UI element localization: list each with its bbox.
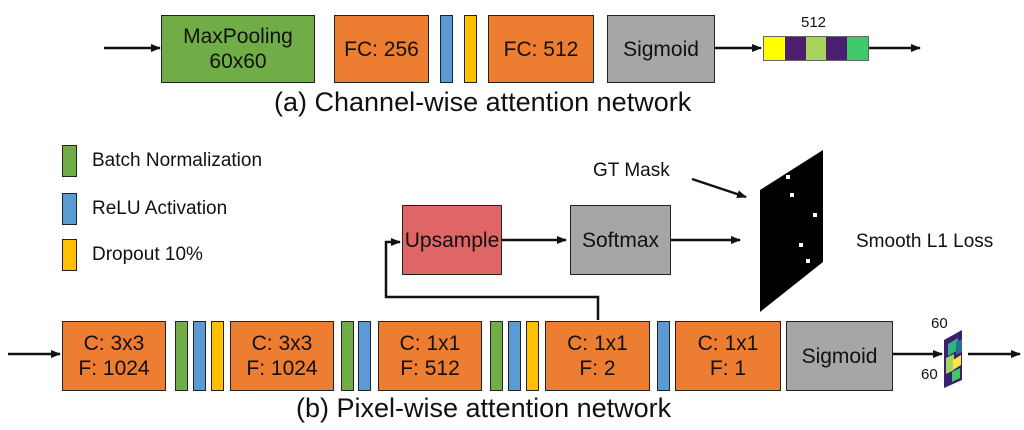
conv4-filters: F: 2 [579,357,616,380]
upsample-block: Upsample [402,205,502,275]
fc-512-block: FC: 512 [488,15,594,83]
relu-strip [193,321,206,391]
relu-strip [358,321,371,391]
fc-256-block: FC: 256 [334,15,429,83]
channel-attention-vector [763,36,869,61]
conv5-filters: F: 1 [709,357,747,380]
legend-relu-label: ReLU Activation [92,198,228,219]
conv3-filters: F: 512 [400,357,460,380]
softmax-label: Softmax [581,228,660,252]
gt-mask-arrow [691,177,747,199]
conv2-block: C: 3x3 F: 1024 [230,321,334,391]
bn-strip [175,321,188,391]
dropout-strip [464,15,477,83]
maxpooling-label: MaxPooling [183,25,293,48]
map-width-label: 60 [931,315,948,332]
relu-strip [508,321,521,391]
maxpooling-size: 60x60 [209,50,267,73]
conv2-filters: F: 1024 [246,357,318,380]
conv2-kernel: C: 3x3 [251,332,313,355]
upsample-label: Upsample [404,228,500,252]
vector-length-label: 512 [801,14,827,31]
vector-cell [784,37,806,60]
pixel-caption: (b) Pixel-wise attention network [296,393,672,423]
channel-sigmoid-block: Sigmoid [607,15,715,83]
conv4-kernel: C: 1x1 [567,332,628,355]
gt-mask-label: GT Mask [593,160,670,181]
gt-mask-image [760,150,823,312]
legend-dropout-swatch [62,239,77,271]
vector-cell [847,37,868,60]
pixel-sigmoid-label: Sigmoid [801,344,878,368]
output-attention-map [944,330,962,388]
vector-cell [764,37,785,60]
relu-strip [440,15,453,83]
pixel-sigmoid-block: Sigmoid [786,321,893,391]
softmax-block: Softmax [570,205,671,275]
relu-strip [657,321,670,391]
bn-strip [490,321,503,391]
dropout-strip [211,321,224,391]
conv1-kernel: C: 3x3 [83,332,145,355]
dropout-strip [526,321,539,391]
conv3-block: C: 1x1 F: 512 [378,321,482,391]
fc-512-label: FC: 512 [503,37,579,61]
legend-bn-swatch [62,145,77,177]
loss-label: Smooth L1 Loss [856,231,994,252]
conv1-filters: F: 1024 [78,357,150,380]
vector-cell [805,37,827,60]
fc-256-label: FC: 256 [344,37,419,61]
conv3-kernel: C: 1x1 [399,332,461,355]
vector-cell [826,37,848,60]
conv1-block: C: 3x3 F: 1024 [62,321,166,391]
map-height-label: 60 [921,366,938,383]
conv5-block: C: 1x1 F: 1 [675,321,781,391]
channel-sigmoid-label: Sigmoid [623,37,699,61]
conv4-block: C: 1x1 F: 2 [545,321,650,391]
bn-strip [341,321,354,391]
legend-dropout-label: Dropout 10% [92,244,203,265]
channel-caption: (a) Channel-wise attention network [274,87,692,117]
maxpooling-block: MaxPooling 60x60 [161,15,315,83]
legend-relu-swatch [62,193,77,225]
conv5-kernel: C: 1x1 [697,332,759,355]
legend-bn-label: Batch Normalization [92,150,263,171]
